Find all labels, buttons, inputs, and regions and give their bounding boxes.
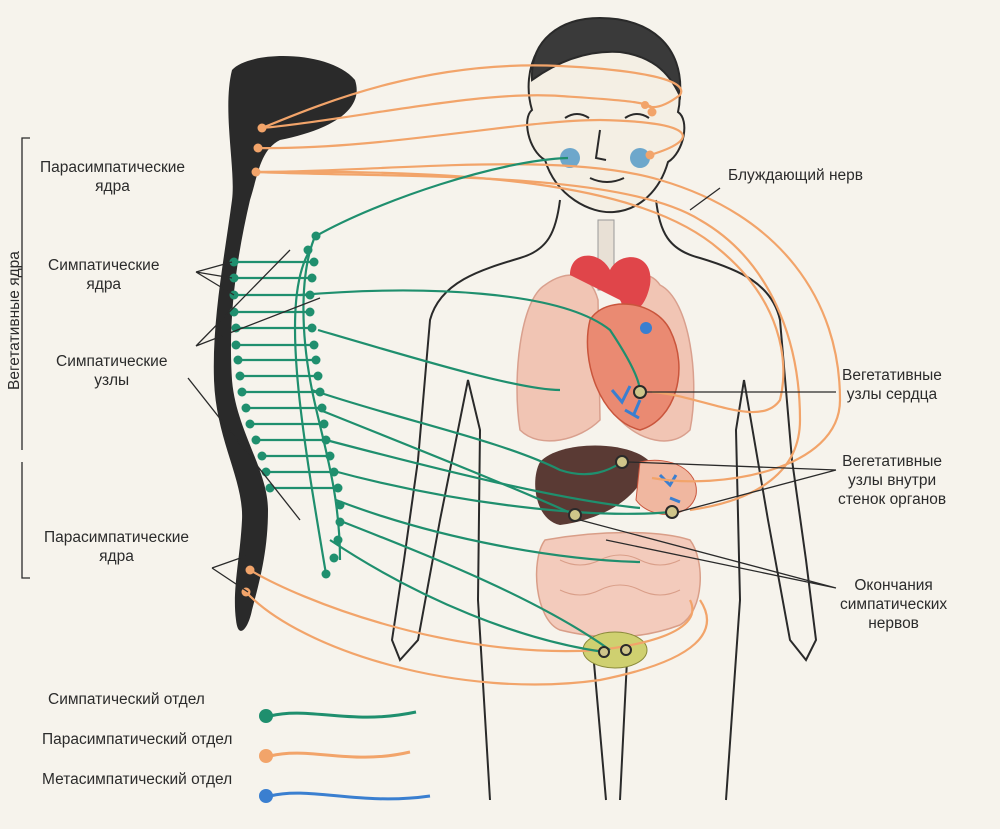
label-sympathetic-nuclei: Симпатические ядра xyxy=(48,257,160,293)
legend-samples xyxy=(259,709,431,803)
intestine-loops xyxy=(559,554,681,596)
legend-metasympathetic: Метасимпатический отдел xyxy=(42,771,233,788)
stomach xyxy=(635,459,697,515)
label-heart-ganglia: Вегетативные узлы сердца xyxy=(842,367,942,403)
cheek-gland-left xyxy=(560,148,580,168)
sympathetic-nuclei-dots xyxy=(229,257,275,493)
brain-spinal-cord xyxy=(213,56,357,631)
label-parasympathetic-nuclei-bottom: Парасимпатические ядра xyxy=(44,529,190,565)
label-sympathetic-endings: Окончания симпатических нервов xyxy=(840,577,948,632)
label-vegetative-nuclei: Вегетативные ядра xyxy=(6,251,23,390)
label-organ-wall-ganglia: Вегетативные узлы внутри стенок органов xyxy=(838,453,947,508)
sympathetic-ganglia-dots xyxy=(303,231,345,579)
stomach-metasympathetic xyxy=(658,473,681,504)
legend-sympathetic: Симпатический отдел xyxy=(48,691,205,708)
aorta xyxy=(570,255,651,311)
sympathetic-fibers xyxy=(234,156,673,654)
legend-parasympathetic: Парасимпатический отдел xyxy=(42,731,233,748)
label-sympathetic-ganglia: Симпатические узлы xyxy=(56,353,168,389)
body-outline xyxy=(390,16,818,801)
label-pointer-lines xyxy=(21,137,837,593)
heart-metasympathetic xyxy=(610,385,642,420)
cheek-gland-right xyxy=(630,148,650,168)
organs xyxy=(516,219,701,669)
label-vagus-nerve: Блуждающий нерв xyxy=(728,167,864,184)
heart-node-top xyxy=(640,322,652,334)
label-parasympathetic-nuclei-top: Парасимпатические ядра xyxy=(40,159,186,195)
parasympathetic-nuclei-dots xyxy=(241,101,657,597)
